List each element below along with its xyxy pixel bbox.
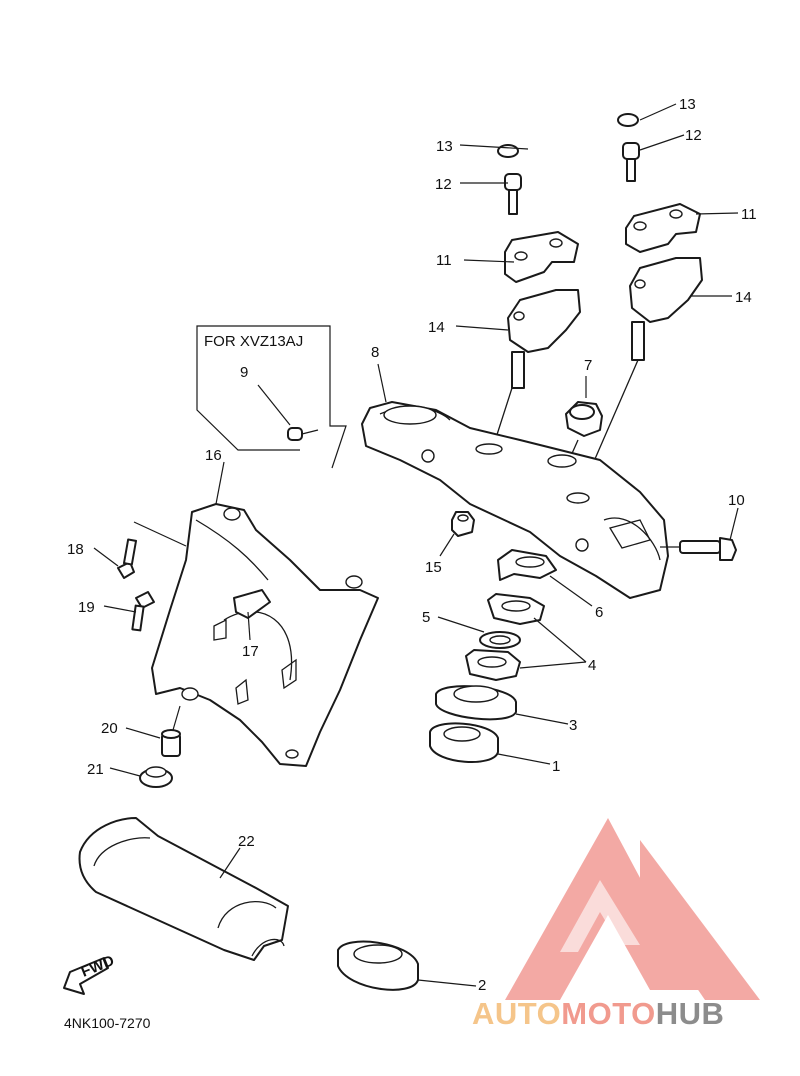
callout-12-right: 12 — [685, 127, 702, 144]
diagram-code: 4NK100-7270 — [64, 1015, 151, 1031]
callout-3: 3 — [569, 717, 577, 734]
bolt-9-part — [287, 427, 319, 441]
callout-17: 17 — [242, 643, 259, 660]
grommet-21-part — [139, 766, 173, 788]
watermark-moto: MOTO — [561, 996, 655, 1031]
bearing-2-part — [337, 940, 419, 991]
headlight-bracket-16-part — [151, 503, 379, 767]
callout-14-left: 14 — [428, 319, 445, 336]
collar-20-part — [161, 705, 181, 757]
callout-10: 10 — [728, 492, 745, 509]
callout-11-left: 11 — [436, 252, 452, 269]
callout-13-left: 13 — [436, 138, 453, 155]
callout-1: 1 — [552, 758, 560, 775]
callout-numbers: 1 2 3 4 5 6 7 8 9 10 11 11 12 12 13 13 1… — [67, 96, 757, 994]
callout-13-right: 13 — [679, 96, 696, 113]
automotohub-logo-mark — [505, 818, 760, 1000]
variant-box — [196, 325, 347, 469]
nut-15-part — [451, 511, 475, 537]
watermark-hub: HUB — [656, 996, 725, 1031]
callout-14-right: 14 — [735, 289, 752, 306]
upper-bracket-8-part — [361, 401, 669, 599]
bolt-18-part — [117, 521, 187, 579]
callout-22: 22 — [238, 833, 255, 850]
callout-21: 21 — [87, 761, 104, 778]
callout-11-right: 11 — [741, 206, 757, 223]
washer-5-part — [479, 631, 521, 649]
fwd-label: FWD — [79, 952, 117, 981]
callout-2: 2 — [478, 977, 486, 994]
callout-8: 8 — [371, 344, 379, 361]
variant-box-label: FOR XVZ13AJ — [204, 333, 303, 350]
holder-left-stack — [497, 144, 581, 389]
holder-right-stack — [617, 113, 703, 361]
callout-16: 16 — [205, 447, 222, 464]
leader-lines — [93, 103, 739, 987]
watermark-text: AUTOMOTOHUB — [472, 996, 724, 1031]
ring-nut-upper-part — [487, 593, 545, 625]
clip-17-part — [233, 589, 271, 619]
bolt-19-part — [131, 591, 155, 632]
callout-9: 9 — [240, 364, 248, 381]
callout-19: 19 — [78, 599, 95, 616]
callout-20: 20 — [101, 720, 118, 737]
callout-7: 7 — [584, 357, 592, 374]
callout-12-left: 12 — [435, 176, 452, 193]
bearing-cover-3-part — [435, 685, 517, 721]
callout-5: 5 — [422, 609, 430, 626]
nut-7-part — [565, 401, 603, 459]
watermark-auto: AUTO — [472, 996, 561, 1031]
callout-18: 18 — [67, 541, 84, 558]
washer-6-part — [497, 549, 557, 581]
callout-15: 15 — [425, 559, 442, 576]
bearing-1-part — [429, 722, 499, 763]
callout-4: 4 — [588, 657, 596, 674]
cover-22-part — [78, 817, 289, 961]
bolt-10-part — [660, 537, 737, 561]
ring-nut-lower-part — [465, 649, 521, 681]
callout-6: 6 — [595, 604, 603, 621]
fwd-arrow-icon: FWD — [63, 952, 117, 995]
